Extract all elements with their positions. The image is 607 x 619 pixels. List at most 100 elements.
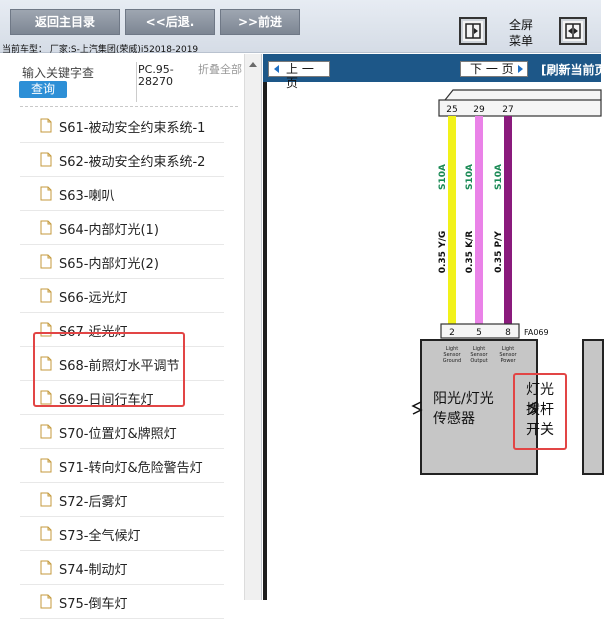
sensor-component-box: [420, 339, 538, 475]
refresh-page-link[interactable]: [刷新当前页: [541, 63, 607, 77]
tree-scrollbar[interactable]: [244, 54, 261, 600]
document-icon: [40, 254, 52, 269]
tree-item-label: S71-转向灯&危险警告灯: [59, 461, 203, 476]
top-pin-label: 25: [446, 105, 457, 115]
collapse-all-link[interactable]: 折叠全部: [198, 63, 242, 76]
document-icon: [40, 492, 52, 507]
pin-description: Power: [500, 358, 516, 364]
cut-mark: [411, 401, 423, 415]
document-icon: [40, 288, 52, 303]
top-pin-label: 27: [502, 105, 513, 115]
tree-item-label: S73-全气候灯: [59, 529, 141, 544]
pin-description: Light: [446, 346, 459, 352]
document-icon: [40, 424, 52, 439]
document-icon: [40, 152, 52, 167]
adjacent-component-box: [582, 339, 604, 475]
document-code: PC.95-28270: [138, 63, 174, 88]
light-switch-name: 灯光: [526, 382, 554, 398]
pin-description: Ground: [443, 358, 461, 364]
highlight-box-headlights: [33, 332, 185, 407]
document-icon: [40, 458, 52, 473]
wire-yellow-green: [448, 116, 456, 324]
document-icon: [40, 526, 52, 541]
tree-item[interactable]: S70-位置灯&牌照灯: [20, 415, 224, 449]
fullscreen-menu-label[interactable]: 全屏 菜单: [501, 17, 541, 49]
connector-id: FA069: [524, 328, 549, 337]
tree-item[interactable]: S65-内部灯光(2): [20, 245, 224, 279]
top-toolbar: 返回主目录 <<后退. >>前进 全屏 菜单 当前车型： 厂家:S-上汽集团(荣…: [0, 0, 601, 55]
bottom-connector: [440, 323, 520, 339]
tree-item[interactable]: S73-全气候灯: [20, 517, 224, 551]
prev-page-button[interactable]: 上 一 页: [268, 61, 330, 90]
tree-item[interactable]: S71-转向灯&危险警告灯: [20, 449, 224, 483]
document-icon: [40, 390, 52, 405]
document-icon: [40, 118, 52, 133]
bottom-pin-label: 8: [505, 328, 511, 338]
tree-item[interactable]: S66-远光灯: [20, 279, 224, 313]
tree-item-label: S63-喇叭: [59, 189, 115, 204]
tree-item[interactable]: S64-内部灯光(1): [20, 211, 224, 245]
cut-mark: [527, 401, 539, 415]
tree-item[interactable]: S69-日间行车灯: [20, 381, 224, 415]
light-switch-name: 拨杆: [526, 402, 554, 418]
tree-item-label: S75-倒车灯: [59, 597, 128, 612]
bottom-pin-label: 5: [476, 328, 482, 338]
wire-black-red: [475, 116, 483, 324]
document-icon: [40, 356, 52, 371]
wire-label: 0.35 Y/G: [438, 231, 448, 274]
document-icon: [40, 220, 52, 235]
tree-item-label: S65-内部灯光(2): [59, 257, 159, 272]
fullscreen-label-line2: 菜单: [508, 34, 533, 48]
tree-item[interactable]: S63-喇叭: [20, 177, 224, 211]
vehicle-model-label: 当前车型： 厂家:S-上汽集团(荣威)i52018-2019: [2, 45, 199, 55]
tree-item-label: S69-日间行车灯: [59, 393, 154, 408]
viewer-border: [263, 82, 267, 600]
top-connector: [438, 99, 602, 117]
diagram-viewer: 上 一 页 下 一 页 [刷新当前页 25 29 27 S10A S10A S1…: [263, 54, 607, 600]
divider: [20, 106, 238, 107]
tree-item[interactable]: S75-倒车灯: [20, 585, 224, 619]
sensor-name: 传感器: [433, 410, 475, 427]
split-view-button[interactable]: [559, 17, 587, 45]
back-button[interactable]: <<后退.: [125, 9, 215, 35]
next-page-button[interactable]: 下 一 页: [460, 61, 528, 77]
arrow-left-icon: [274, 65, 279, 73]
circuit-id: S10A: [438, 164, 448, 190]
light-switch-name: 开关: [526, 422, 554, 438]
forward-button[interactable]: >>前进: [220, 9, 300, 35]
wire-label: 0.35 P/Y: [494, 231, 504, 273]
pin-description: Sensor: [443, 352, 461, 358]
scroll-up-arrow-icon[interactable]: [249, 62, 257, 67]
wiring-diagram: 25 29 27 S10A S10A S10A 0.35 Y/G 0.35 K/…: [411, 89, 604, 475]
tree-item[interactable]: S68-前照灯水平调节: [20, 347, 224, 381]
tree-item[interactable]: S72-后雾灯: [20, 483, 224, 517]
left-navigation-panel: 输入关键字查 查询 PC.95-28270 折叠全部 S61-被动安全约束系统-…: [0, 54, 262, 619]
top-pin-label: 29: [473, 105, 485, 115]
tree-item-label: S70-位置灯&牌照灯: [59, 427, 177, 442]
back-to-main-button[interactable]: 返回主目录: [10, 9, 120, 35]
document-icon: [40, 186, 52, 201]
pin-description: Sensor: [499, 352, 517, 358]
search-keyword-label[interactable]: 输入关键字查: [22, 66, 95, 80]
wire-purple-yellow: [504, 116, 512, 324]
tree-item[interactable]: S62-被动安全约束系统-2: [20, 143, 224, 177]
next-page-label: 下 一 页: [470, 62, 514, 76]
panel-toggle-icon: [465, 23, 481, 39]
arrow-right-icon: [518, 65, 523, 73]
pin-description: Light: [502, 346, 515, 352]
tree-item[interactable]: S74-制动灯: [20, 551, 224, 585]
tree-item-label: S72-后雾灯: [59, 495, 128, 510]
wire-label: 0.35 K/R: [465, 231, 475, 274]
bottom-pin-label: 2: [449, 328, 455, 338]
fullscreen-label-line1: 全屏: [508, 18, 533, 32]
split-view-icon: [565, 23, 581, 39]
circuit-id: S10A: [494, 164, 504, 190]
tree-item-label: S61-被动安全约束系统-1: [59, 121, 206, 136]
query-button[interactable]: 查询: [19, 81, 67, 98]
panel-toggle-button[interactable]: [459, 17, 487, 45]
tree-item[interactable]: S61-被动安全约束系统-1: [20, 109, 224, 143]
circuit-id: S10A: [465, 164, 475, 190]
viewer-toolbar: 上 一 页 下 一 页 [刷新当前页: [263, 54, 607, 90]
tree-item-label: S66-远光灯: [59, 291, 128, 306]
